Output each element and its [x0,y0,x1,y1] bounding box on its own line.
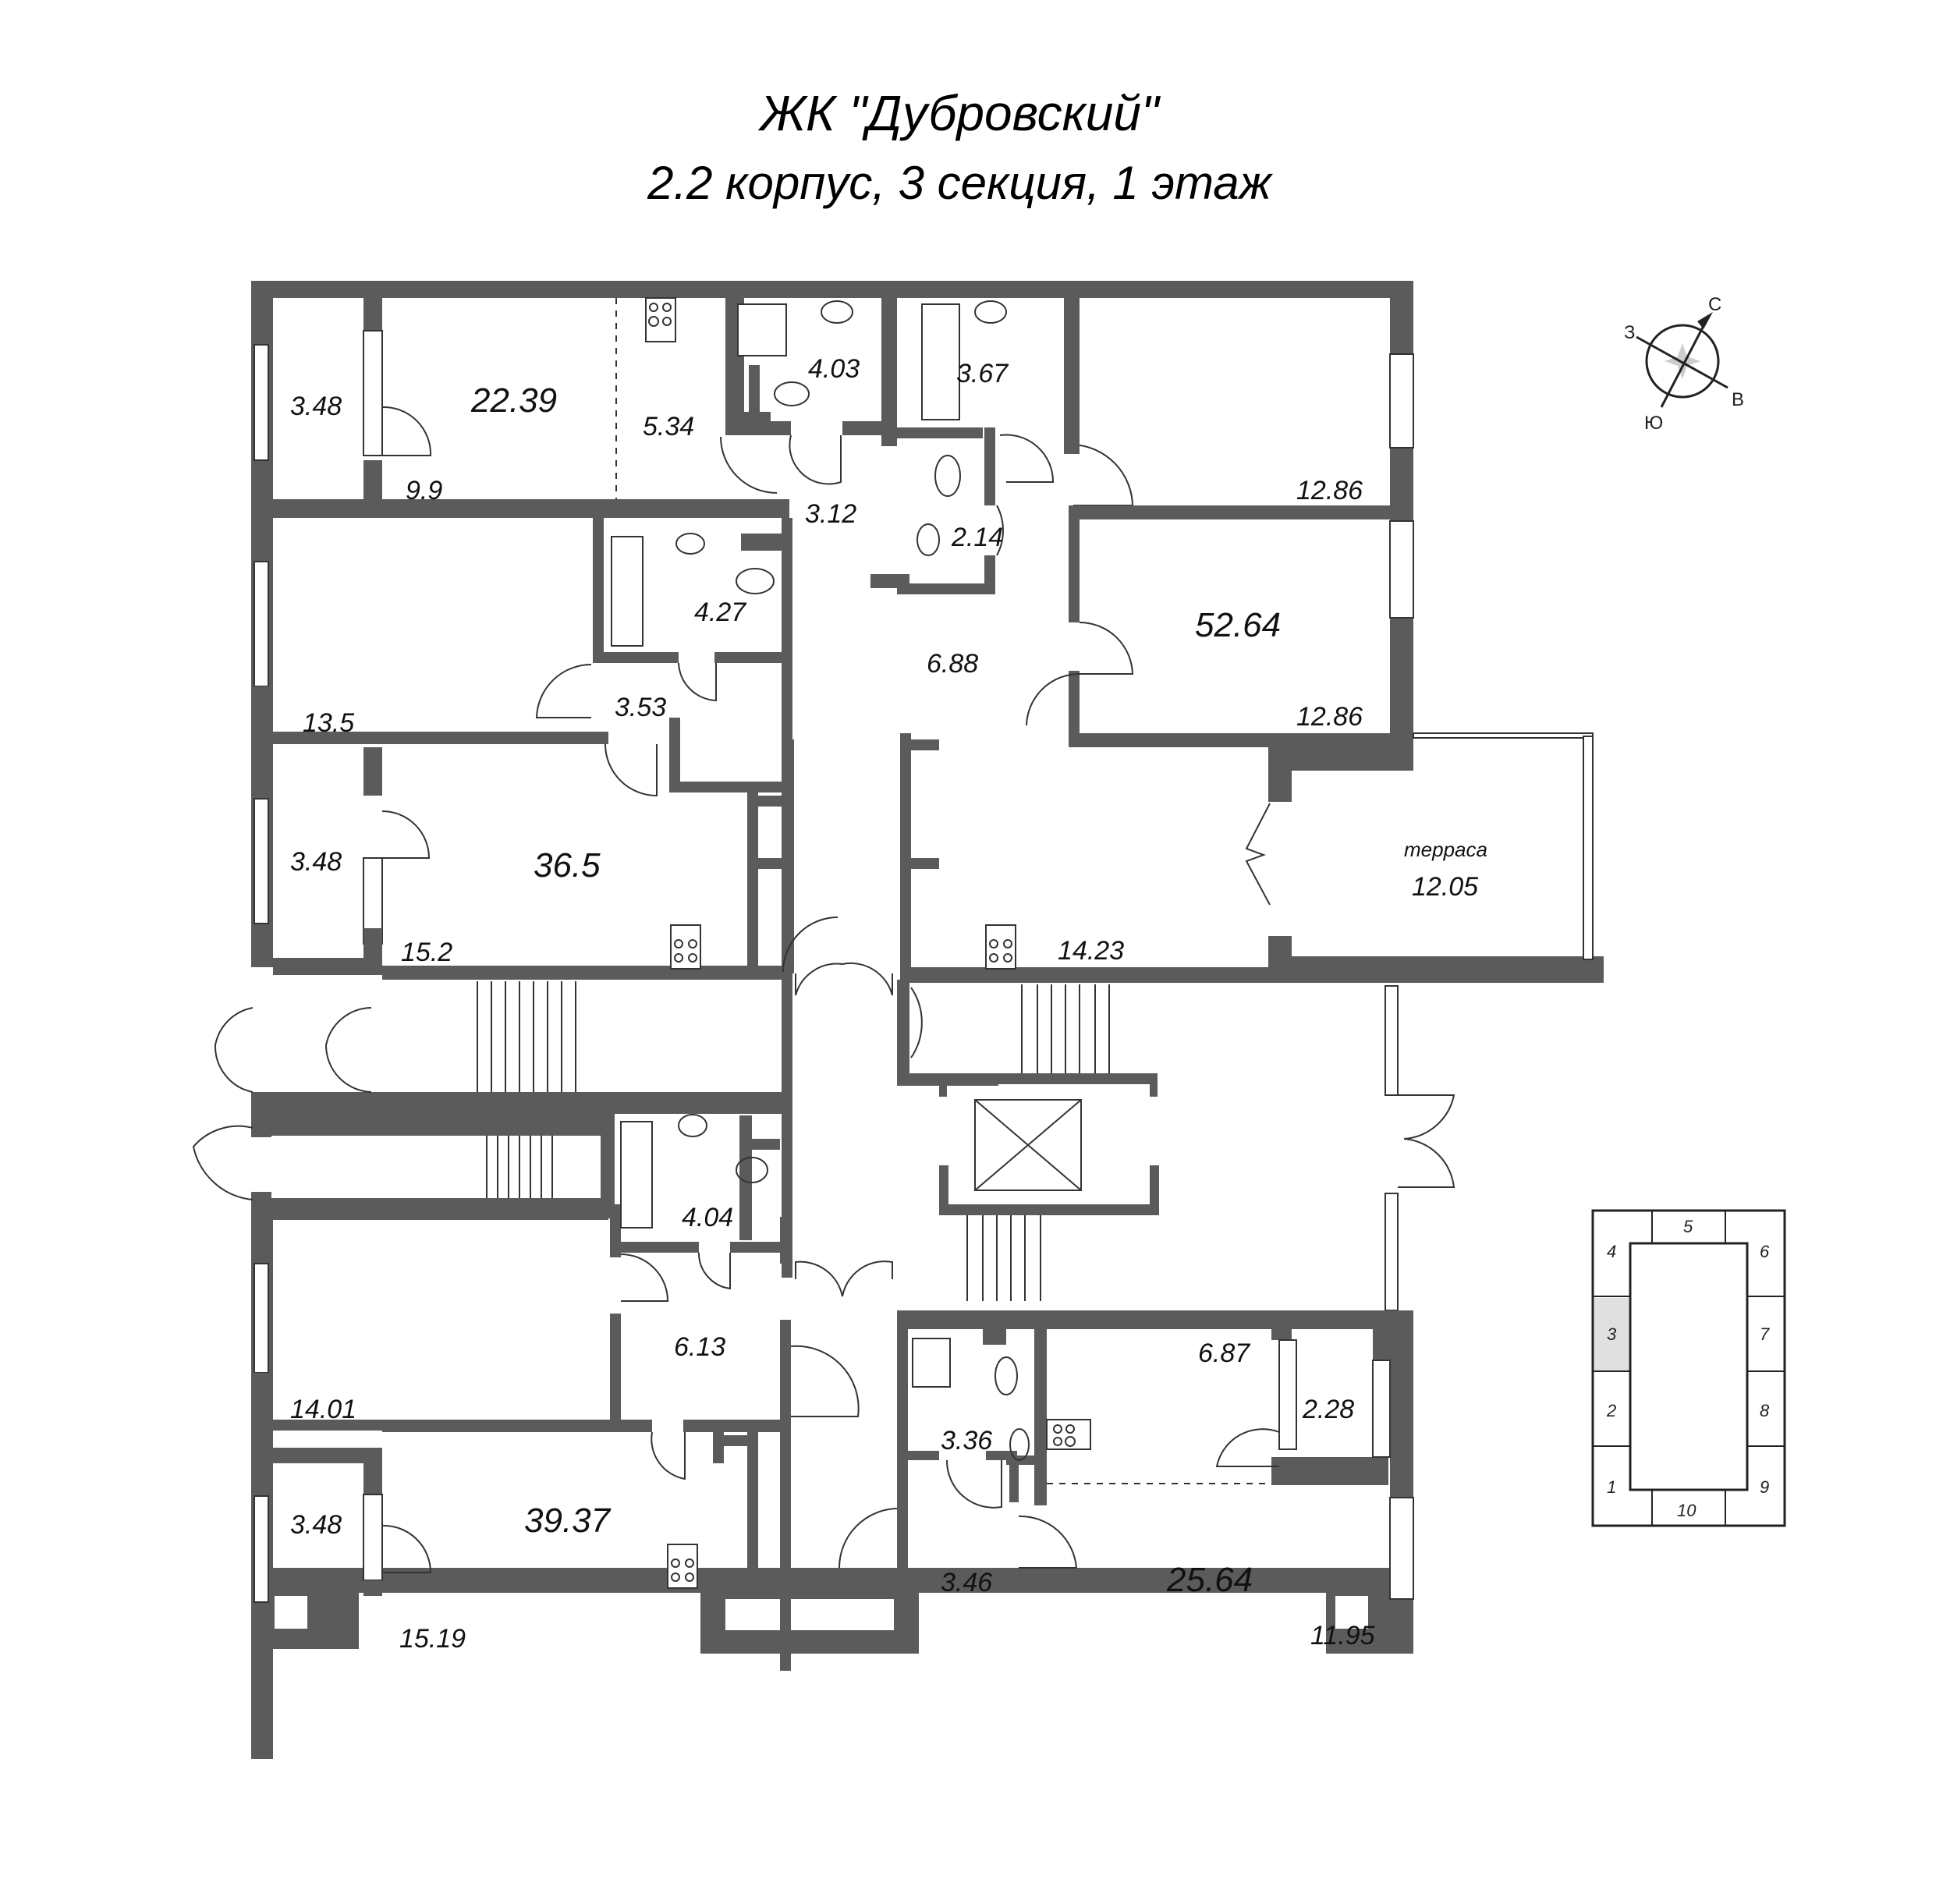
section-highlight [1594,1298,1629,1371]
apt-top-right-bedrooms [1026,298,1414,747]
area-label: 9.9 [406,476,442,505]
bathroom-3-67 [897,298,1134,506]
studio-top-left-walls [251,298,789,518]
area-label: 15.19 [399,1624,466,1654]
section-1: 1 [1607,1477,1616,1497]
area-label: 12.86 [1296,476,1363,505]
hall-walls-top [782,505,1092,741]
area-label: 12.05 [1412,872,1478,902]
elevator-icon [974,1099,1082,1191]
area-label: 11.95 [1310,1621,1375,1650]
area-label: 4.03 [808,354,860,384]
compass-east: В [1732,389,1744,410]
apartment-total-label: 22.39 [470,381,557,420]
area-label: 3.12 [805,499,856,529]
room-labels: 3.48 22.39 9.9 5.34 4.03 3.12 3.67 2.14 … [290,354,1487,1654]
apartment-total-label: 25.64 [1166,1561,1253,1599]
apt-39-37-walls [251,1114,860,1671]
apartment-total-label: 39.37 [524,1502,612,1540]
section-7: 7 [1760,1324,1770,1344]
complex-title: ЖК "Дубровский" [760,85,1159,141]
area-label: 14.23 [1058,936,1124,966]
apt-left-middle-walls [251,518,792,797]
area-label: 12.86 [1296,702,1363,732]
apt-25-64-walls [838,1310,1414,1600]
compass-north: С [1708,294,1721,315]
section-10: 10 [1677,1501,1696,1520]
bathroom-4-03 [720,298,897,494]
apartment-total-label: 52.64 [1195,606,1281,644]
section-4: 4 [1607,1242,1616,1261]
area-label: 6.13 [674,1332,725,1362]
stove-icon [1046,1419,1091,1450]
stairwell [192,962,1455,1311]
section-2: 2 [1606,1401,1616,1420]
section-key: 1 2 3 4 5 6 7 8 9 10 [1591,1209,1786,1527]
area-label: 2.14 [951,523,1003,552]
compass: С З В Ю [1624,294,1744,434]
apt-kitchen-terrace-walls [782,732,1604,983]
door-icon [381,406,432,456]
section-9: 9 [1760,1477,1769,1497]
area-label: 4.04 [682,1203,733,1232]
floor-subtitle: 2.2 корпус, 3 секция, 1 этаж [647,157,1271,209]
compass-west: З [1624,322,1636,343]
apartment-total-label: 36.5 [534,846,601,885]
section-5: 5 [1683,1217,1693,1236]
section-6: 6 [1760,1242,1770,1261]
stove-icon [645,297,676,342]
area-label: 3.48 [290,392,342,421]
area-label: 3.48 [290,847,342,877]
stove-icon [985,924,1016,970]
area-label: 3.67 [956,359,1009,388]
stove-icon [670,924,701,970]
area-label: 6.87 [1198,1338,1250,1368]
area-label: 3.53 [615,693,666,722]
area-label: 3.46 [941,1568,992,1597]
stove-icon [667,1544,698,1589]
area-label: 6.88 [927,649,978,679]
area-label: 15.2 [401,938,452,967]
north-arrow-icon [1697,312,1713,329]
wc-2-14 [897,427,1004,594]
terrace-label: терраса [1404,838,1487,861]
area-label: 3.36 [941,1426,992,1455]
section-3: 3 [1607,1324,1617,1344]
compass-south: Ю [1644,413,1663,434]
area-label: 5.34 [643,412,694,441]
area-label: 3.48 [290,1510,342,1540]
section-8: 8 [1760,1401,1770,1420]
area-label: 14.01 [290,1395,356,1424]
area-label: 4.27 [694,597,746,627]
area-label: 2.28 [1302,1395,1354,1424]
area-label: 13.5 [303,708,354,738]
